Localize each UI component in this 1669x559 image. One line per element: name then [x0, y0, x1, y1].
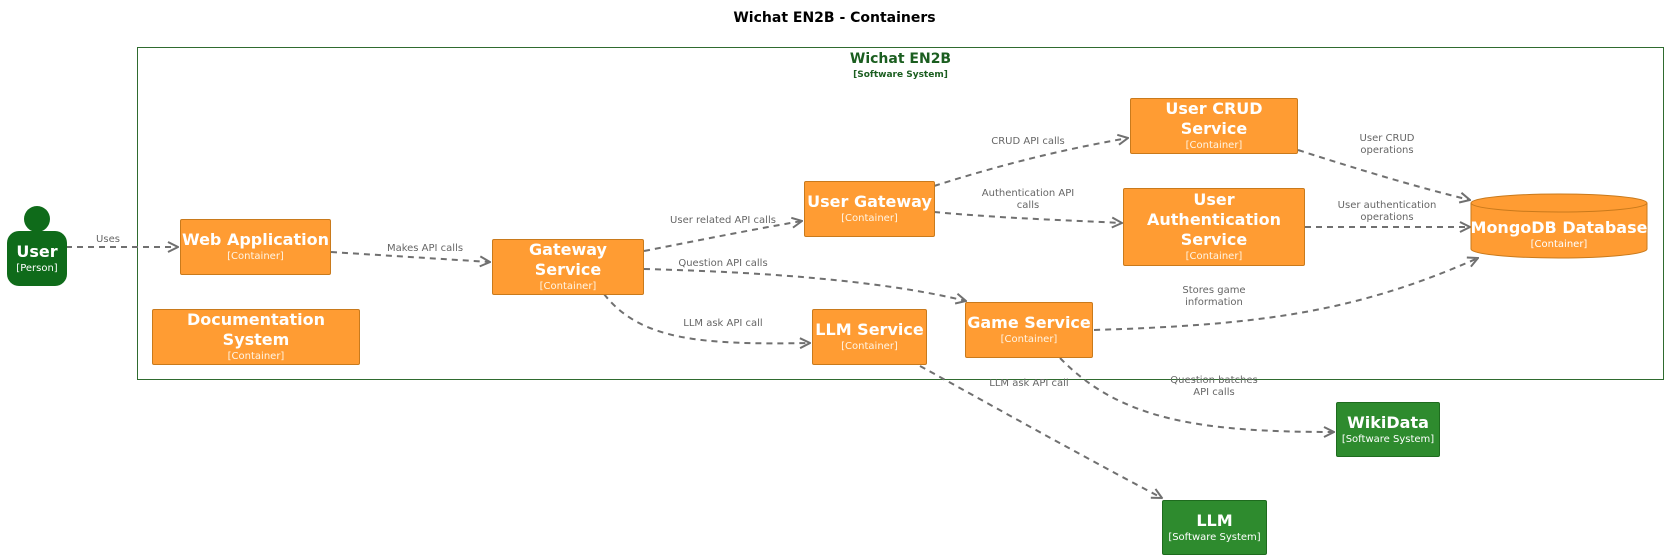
edge-label-stores-line2: information — [1185, 297, 1243, 308]
edge-label-batches-line2: API calls — [1193, 387, 1235, 398]
edge-label-auth-ops: User authentication operations — [1338, 200, 1437, 224]
container-name: Game Service — [967, 313, 1091, 332]
container-type: [Container] — [1530, 239, 1588, 250]
container-name: LLM Service — [815, 320, 924, 339]
person-head-icon — [24, 206, 50, 232]
container-name: Documentation System — [186, 310, 326, 349]
container-type: [Container] — [539, 281, 597, 292]
database-cylinder-icon[interactable] — [1470, 193, 1648, 259]
edge-label-crud-ops-line1: User CRUD — [1359, 133, 1415, 144]
edge-label-crud-api: CRUD API calls — [991, 136, 1065, 147]
edge-question-api — [643, 268, 966, 301]
external-type: [Software System] — [1341, 433, 1435, 445]
container-user-gateway[interactable]: User Gateway [Container] — [804, 181, 935, 237]
person-user[interactable]: User [Person] — [7, 231, 67, 286]
container-name: Web Application — [181, 230, 329, 249]
edge-stores — [1093, 258, 1478, 331]
edge-label-batches: Question batches API calls — [1170, 375, 1258, 399]
edge-label-llm-ask-1: LLM ask API call — [683, 318, 763, 329]
edge-label-makes-api-calls: Makes API calls — [386, 243, 464, 254]
external-name: LLM — [1196, 510, 1233, 530]
system-boundary: Wichat EN2B [Software System] — [137, 47, 1664, 380]
container-type: [Container] — [1185, 140, 1243, 151]
edge-label-auth-ops-line2: operations — [1360, 212, 1414, 223]
container-mongodb-database: MongoDB Database [Container] — [1470, 218, 1648, 252]
edge-label-auth-api: Authentication API calls — [982, 188, 1074, 212]
container-type: [Container] — [841, 213, 898, 224]
edge-label-user-related: User related API calls — [670, 215, 776, 226]
container-user-authentication-service[interactable]: User Authentication Service [Container] — [1123, 188, 1305, 266]
diagram-title: Wichat EN2B - Containers — [733, 10, 936, 26]
edge-crud-ops — [1297, 149, 1470, 200]
edge-label-auth-api-line1: Authentication API — [981, 188, 1075, 199]
edge-label-auth-ops-line1: User authentication — [1337, 200, 1437, 211]
container-name: MongoDB Database — [1470, 218, 1648, 237]
edge-label-batches-line1: Question batches — [1170, 375, 1258, 386]
edge-label-crud-ops: User CRUD operations — [1360, 133, 1415, 157]
edge-llm-ask-1 — [603, 293, 810, 343]
edge-makes-api-calls — [330, 251, 490, 262]
container-game-service[interactable]: Game Service [Container] — [965, 302, 1093, 358]
edge-llm-ask-2 — [919, 365, 1162, 498]
edge-user-related — [643, 221, 802, 252]
edge-label-auth-api-line2: calls — [1016, 200, 1040, 211]
container-type: [Container] — [1185, 251, 1243, 262]
edge-label-stores: Stores game information — [1182, 285, 1245, 309]
edge-label-llm-ask-2: LLM ask API call — [989, 378, 1069, 389]
container-gateway-service[interactable]: Gateway Service [Container] — [492, 239, 644, 295]
external-llm[interactable]: LLM [Software System] — [1162, 500, 1267, 555]
external-type: [Software System] — [1168, 531, 1261, 543]
external-wikidata[interactable]: WikiData [Software System] — [1336, 402, 1440, 457]
boundary-type: [Software System] — [853, 70, 948, 80]
edge-auth-api — [933, 211, 1122, 223]
edge-label-stores-line1: Stores game — [1182, 285, 1246, 296]
container-web-application[interactable]: Web Application [Container] — [180, 219, 331, 275]
person-type: [Person] — [16, 262, 58, 274]
external-name: WikiData — [1347, 412, 1429, 432]
container-type: [Container] — [1000, 334, 1058, 345]
container-name: User Gateway — [807, 192, 932, 211]
container-type: [Container] — [227, 251, 284, 262]
boundary-title: Wichat EN2B — [849, 51, 952, 67]
container-name: User CRUD Service — [1165, 99, 1263, 138]
edge-label-question-api: Question API calls — [678, 258, 768, 269]
container-name: Gateway Service — [529, 240, 607, 279]
edge-batches — [1059, 357, 1334, 432]
container-name: User Authentication Service — [1147, 190, 1281, 249]
container-llm-service[interactable]: LLM Service [Container] — [812, 309, 927, 365]
edge-crud-api — [933, 138, 1128, 187]
container-type: [Container] — [227, 351, 285, 362]
edge-label-uses: Uses — [96, 234, 120, 245]
container-user-crud-service[interactable]: User CRUD Service [Container] — [1130, 98, 1298, 154]
container-type: [Container] — [841, 341, 898, 352]
edge-label-crud-ops-line2: operations — [1360, 145, 1414, 156]
container-documentation-system[interactable]: Documentation System [Container] — [152, 309, 360, 365]
person-name: User — [16, 241, 58, 261]
